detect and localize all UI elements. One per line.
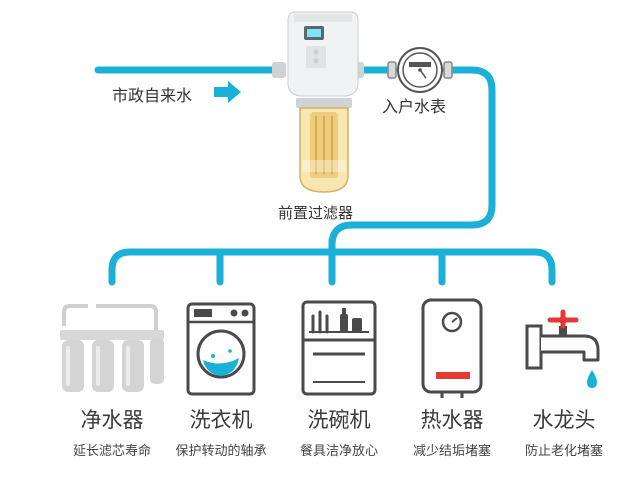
appliance-name-ro: 净水器 bbox=[80, 408, 144, 432]
appliance-benefit-ro: 延长滤芯寿命 bbox=[72, 444, 151, 459]
dishwasher-icon bbox=[301, 300, 377, 396]
ro-purifier-icon bbox=[60, 304, 164, 392]
faucet-icon bbox=[525, 309, 600, 388]
filter-label: 前置过滤器 bbox=[278, 204, 354, 222]
inlet-label: 市政自来水 bbox=[112, 86, 193, 105]
inlet-arrow-icon bbox=[214, 81, 241, 103]
appliance-name-dishwasher: 洗碗机 bbox=[307, 408, 371, 432]
meter-label: 入户水表 bbox=[382, 97, 447, 116]
water-heater-icon bbox=[421, 298, 483, 398]
appliance-benefit-faucet: 防止老化堵塞 bbox=[524, 444, 603, 459]
appliance-benefit-heater: 减少结垢堵塞 bbox=[412, 444, 491, 459]
appliance-name-washer: 洗衣机 bbox=[189, 408, 253, 432]
appliance-benefit-washer: 保护转动的轴承 bbox=[175, 444, 267, 459]
appliance-name-heater: 热水器 bbox=[420, 408, 484, 432]
appliance-benefit-dishwasher: 餐具洁净放心 bbox=[299, 444, 378, 459]
washing-machine-icon bbox=[186, 302, 256, 396]
pre-filter-icon bbox=[272, 11, 364, 193]
water-meter-icon bbox=[387, 47, 453, 93]
main-pipe bbox=[94, 66, 556, 286]
appliance-name-faucet: 水龙头 bbox=[532, 408, 596, 432]
